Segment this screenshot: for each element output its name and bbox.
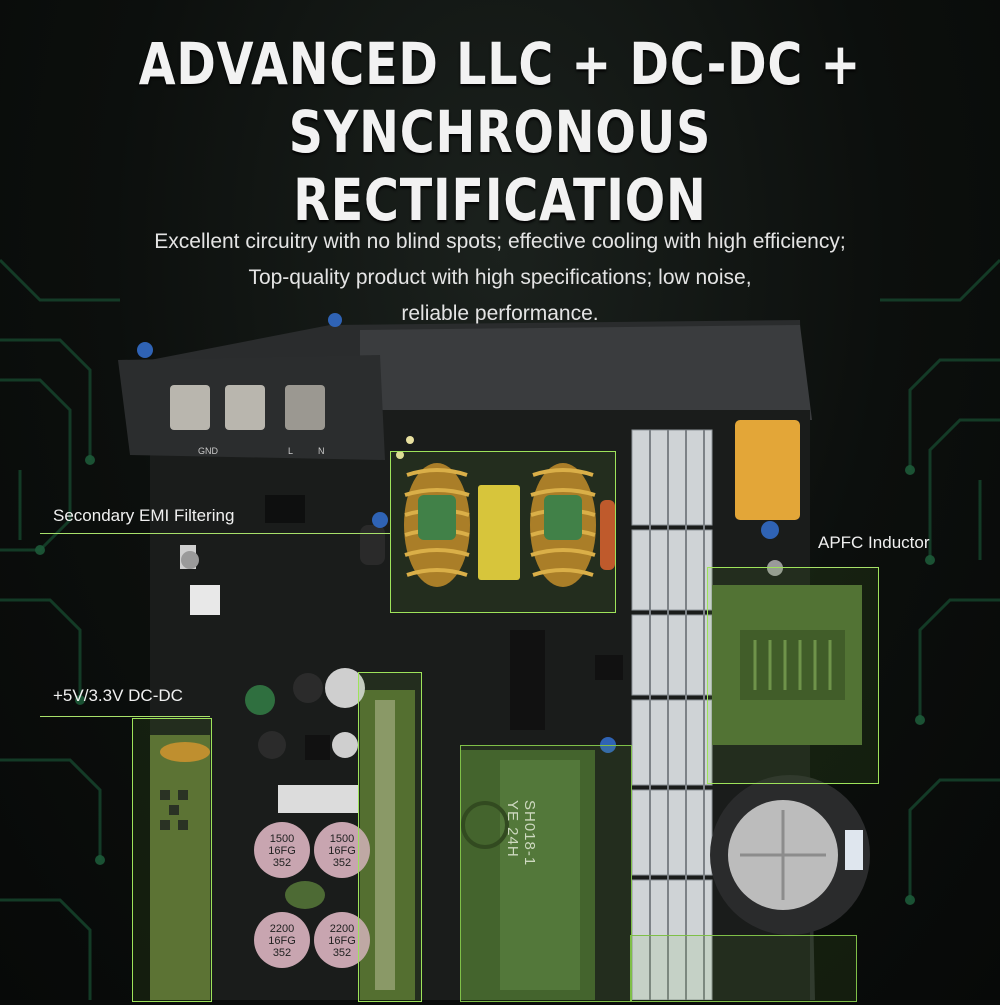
subtitle-line-2: Top-quality product with high specificat…: [248, 266, 752, 289]
capacitor-label: 1500 16FG 352: [328, 833, 356, 869]
callout-dcdc: +5V/3.3V DC-DC: [53, 686, 183, 705]
callout-line-dcdc: [40, 716, 210, 717]
subtitle-line-3: reliable performance.: [401, 302, 599, 325]
subtitle-line-1: Excellent circuitry with no blind spots;…: [154, 230, 846, 253]
callout-line-emi: [40, 533, 390, 534]
headline-line-1: ADVANCED LLC + DC-DC +: [138, 30, 862, 98]
silkscreen-l: L: [288, 446, 294, 456]
silkscreen-n: N: [318, 446, 325, 456]
silkscreen-gnd: GND: [198, 446, 218, 456]
capacitor-label: 2200 16FG 352: [328, 923, 356, 959]
headline-line-2: SYNCHRONOUS RECTIFICATION: [288, 98, 712, 234]
callout-line-apfc: [810, 567, 877, 568]
capacitor-label: 2200 16FG 352: [268, 923, 296, 959]
dcdc-board-highlight: [358, 672, 422, 1002]
lower-board-highlight: [630, 935, 857, 1002]
emi-filter-highlight: [390, 451, 616, 613]
callout-secondary-emi: Secondary EMI Filtering: [53, 506, 235, 525]
transformer-highlight: [460, 745, 632, 1002]
capacitor-label: 1500 16FG 352: [268, 833, 296, 869]
apfc-inductor-highlight: [707, 567, 879, 784]
headline: ADVANCED LLC + DC-DC + SYNCHRONOUS RECTI…: [90, 30, 910, 234]
dcdc-highlight: [132, 718, 212, 1002]
subtitle: Excellent circuitry with no blind spots;…: [60, 224, 940, 332]
callout-apfc-inductor: APFC Inductor: [818, 533, 930, 552]
